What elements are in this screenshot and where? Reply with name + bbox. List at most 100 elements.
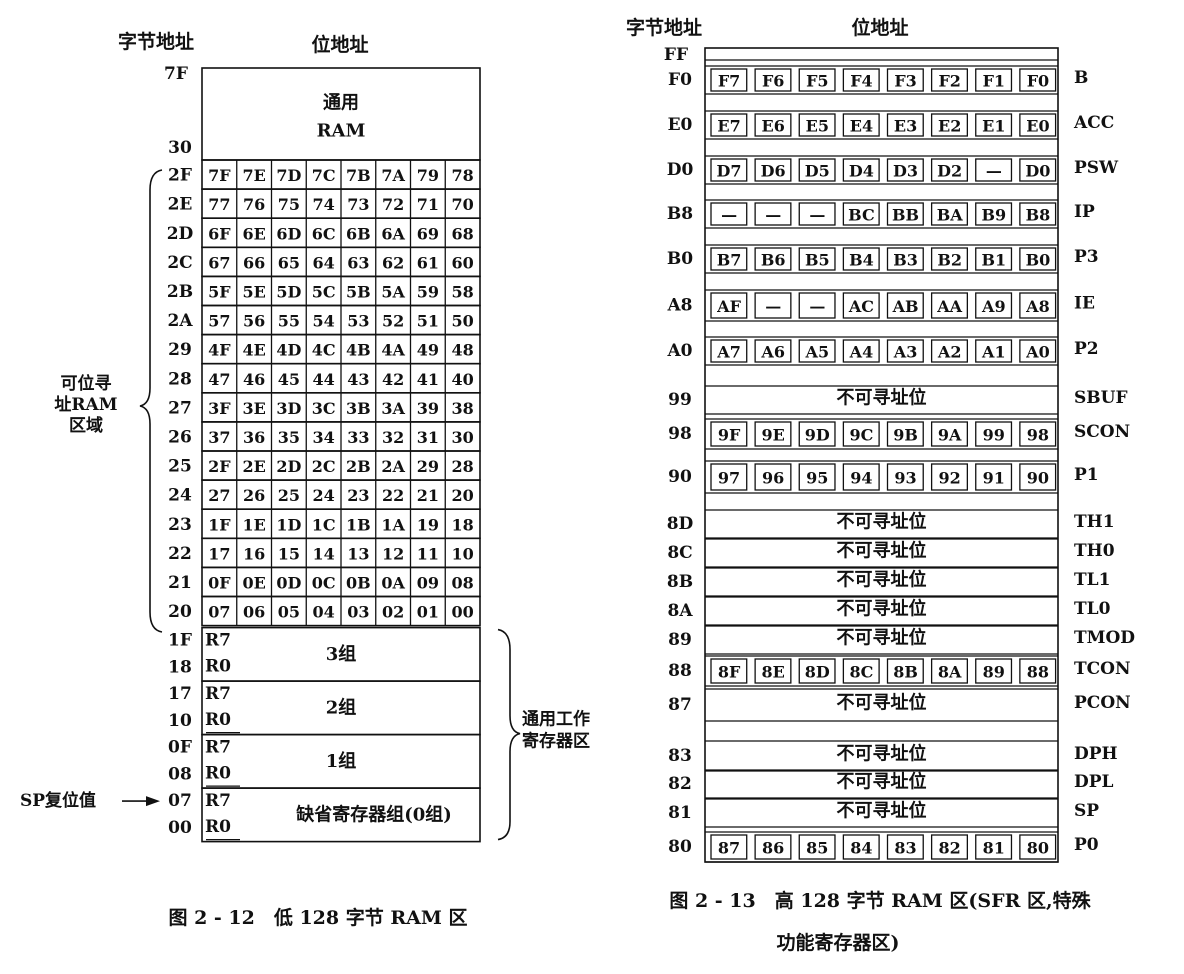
- sfr-bit-address: D0: [1025, 162, 1050, 181]
- bit-address-cell: 21: [417, 486, 439, 505]
- bit-address-cell: 36: [243, 428, 265, 447]
- sfr-bit-address: D3: [893, 162, 918, 181]
- sfr-bit-address: 9E: [762, 426, 785, 445]
- register-r0: R0: [205, 764, 231, 784]
- sfr-bit-address: 9A: [938, 426, 962, 445]
- sfr-bit-cell: [710, 292, 748, 319]
- bit-address-cell: 73: [347, 195, 369, 214]
- sfr-bit-cell: [930, 463, 968, 491]
- register-bank-name: 缺省寄存器组(0组): [295, 803, 452, 825]
- bit-address-cell: 7F: [208, 166, 231, 185]
- bit-address-cell: 4E: [242, 341, 265, 360]
- byte-address: 2A: [167, 311, 193, 331]
- bit-address-cell: 42: [382, 370, 404, 389]
- byte-address: 8A: [667, 601, 693, 621]
- register-r7: R7: [205, 791, 231, 811]
- sfr-bit-address: 95: [806, 469, 828, 488]
- sfr-bit-cell: [710, 339, 748, 363]
- bit-address-cell: 6A: [381, 224, 405, 243]
- byte-address: 82: [668, 774, 692, 794]
- sfr-bit-cell: [886, 658, 924, 684]
- bit-address-cell: 49: [417, 341, 439, 360]
- sfr-bit-cell: [798, 158, 836, 182]
- sfr-name: PSW: [1074, 158, 1119, 178]
- not-bit-addressable-label: 不可寻址位: [837, 771, 927, 793]
- sfr-bit-cell: [1019, 292, 1057, 319]
- sfr-name: TMOD: [1074, 628, 1135, 648]
- sfr-bit-address: B7: [717, 251, 742, 270]
- sfr-bit-cell: [842, 68, 880, 92]
- byte-address: 17: [168, 684, 192, 704]
- sfr-bit-cell: [798, 68, 836, 92]
- byte-address: 20: [168, 602, 192, 622]
- sfr-bit-address: —: [809, 297, 825, 316]
- bit-address-cell: 19: [417, 515, 439, 534]
- sfr-bit-cell: [1019, 658, 1057, 684]
- sfr-bit-cell: [798, 113, 836, 137]
- bit-address-cell: 10: [451, 544, 473, 563]
- not-bit-addressable-label: 不可寻址位: [837, 511, 927, 533]
- sfr-bit-cell: [930, 113, 968, 137]
- sfr-bit-cell: [1019, 834, 1057, 860]
- sfr-bit-address: AB: [892, 297, 919, 316]
- sfr-name: SP: [1074, 801, 1099, 821]
- bit-address-cell: 27: [208, 486, 230, 505]
- bit-address-cell: 07: [208, 603, 230, 622]
- bit-address-cell: 71: [417, 195, 439, 214]
- sp-reset-label: SP复位值: [20, 790, 96, 811]
- bit-address-cell: 2D: [276, 457, 301, 476]
- sp-arrow-head: [146, 796, 160, 807]
- sfr-name: TCON: [1074, 659, 1131, 679]
- sfr-bit-cell: [975, 158, 1013, 182]
- sfr-bit-cell: [886, 247, 924, 271]
- sfr-bit-cell: [842, 421, 880, 447]
- sfr-bit-address: A4: [849, 343, 874, 362]
- sfr-bit-cell: [754, 247, 792, 271]
- bit-address-cell: 5A: [381, 282, 405, 301]
- sfr-bit-cell: [930, 292, 968, 319]
- bit-address-cell: 38: [451, 399, 473, 418]
- bit-address-cell: 7C: [312, 166, 336, 185]
- sfr-bit-cell: [710, 202, 748, 226]
- sfr-bit-cell: [754, 202, 792, 226]
- sfr-bit-cell: [930, 658, 968, 684]
- byte-address: 2C: [167, 253, 192, 273]
- sfr-bit-address: B5: [805, 251, 830, 270]
- sfr-bit-cell: [975, 339, 1013, 363]
- sfr-bit-address: B1: [981, 251, 1006, 270]
- bit-address-cell: 0E: [242, 573, 265, 592]
- bit-address-cell: 0F: [208, 573, 231, 592]
- not-bit-addressable-label: 不可寻址位: [837, 540, 927, 562]
- sfr-bit-address: E3: [894, 117, 917, 136]
- sfr-name: SBUF: [1074, 388, 1128, 408]
- bit-address-cell: 58: [451, 282, 473, 301]
- bit-address-cell: 76: [243, 195, 265, 214]
- bit-address-cell: 77: [208, 195, 230, 214]
- byte-address: 99: [668, 390, 692, 410]
- bit-address-cell: 2E: [242, 457, 265, 476]
- header-byte-address: 字节地址: [626, 16, 702, 39]
- sfr-bit-cell: [842, 463, 880, 491]
- register-r0: R0: [205, 817, 231, 837]
- sfr-bit-cell: [754, 292, 792, 319]
- bit-address-cell: 54: [312, 312, 334, 331]
- bit-address-cell: 31: [417, 428, 439, 447]
- byte-address: 07: [168, 791, 192, 811]
- bit-address-cell: 01: [417, 603, 439, 622]
- sfr-bit-cell: [1019, 463, 1057, 491]
- sfr-bit-cell: [1019, 158, 1057, 182]
- bit-address-cell: 34: [312, 428, 334, 447]
- sfr-bit-cell: [754, 658, 792, 684]
- register-bank: [201, 787, 481, 843]
- sfr-name: P0: [1074, 835, 1099, 855]
- bit-address-cell: 46: [243, 370, 265, 389]
- register-area-brace: [497, 628, 521, 841]
- sfr-bit-cell: [975, 292, 1013, 319]
- sfr-bit-cell: [930, 339, 968, 363]
- sfr-bit-address: A5: [805, 343, 830, 362]
- header-bit-address: 位地址: [311, 33, 368, 56]
- not-bit-addressable-label: 不可寻址位: [837, 598, 927, 620]
- bit-address-cell: 66: [243, 253, 265, 272]
- sfr-bit-cell: [930, 834, 968, 860]
